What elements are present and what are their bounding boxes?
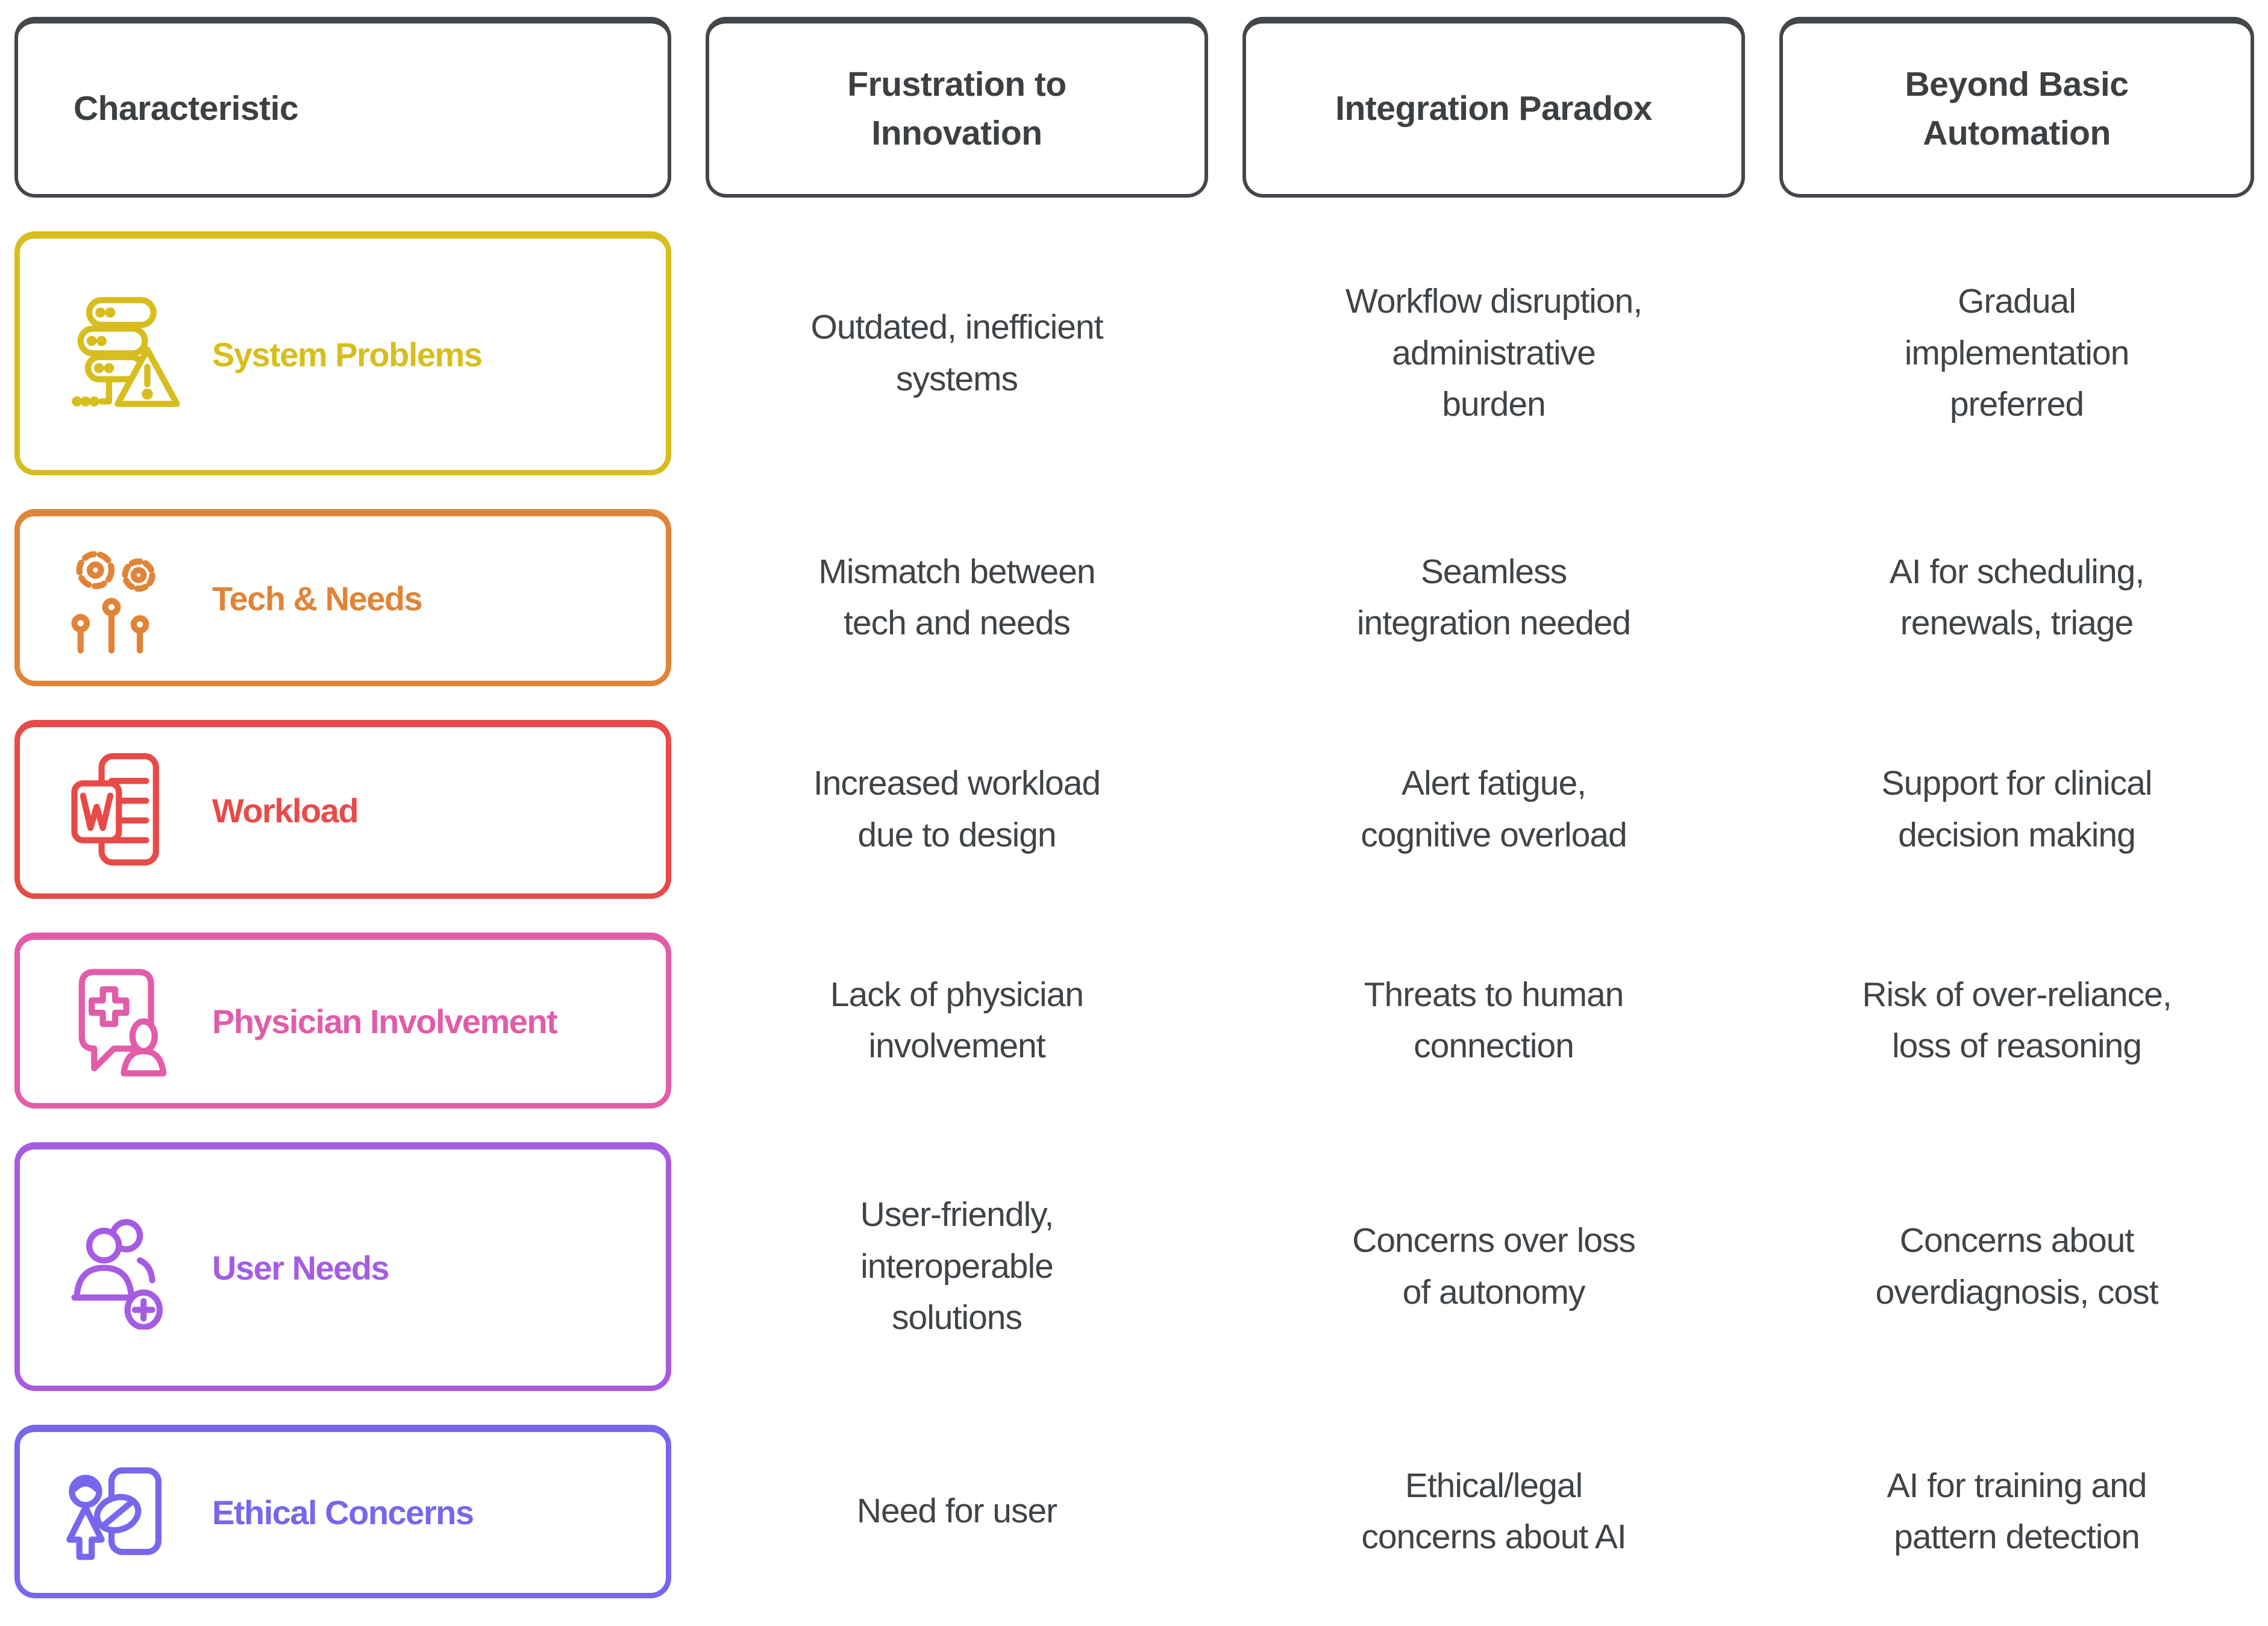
row-header-tech-and-needs: Tech & Needs	[14, 509, 671, 686]
row-label-text: Ethical Concerns	[212, 1493, 474, 1531]
table-cell: Concerns over loss of autonomy	[1352, 1221, 1636, 1312]
column-header-beyond-basic-automation: Beyond Basic Automation	[1779, 17, 2254, 198]
person-prohibition-icon	[62, 1451, 186, 1574]
table-grid: Characteristic Frustration to Innovation…	[14, 17, 2268, 1598]
row-header-physician-involvement: Physician Involvement	[14, 933, 671, 1108]
column-header-characteristic: Characteristic	[14, 17, 671, 198]
row-label-text: User Needs	[212, 1248, 390, 1287]
users-plus-icon	[62, 1206, 186, 1330]
table-cell: Alert fatigue, cognitive overload	[1361, 764, 1627, 854]
table-cell: Risk of over-reliance, loss of reasoning	[1862, 975, 2172, 1066]
table-cell: Need for user	[856, 1492, 1057, 1531]
table-cell: Outdated, inefficient systems	[810, 308, 1104, 398]
table-cell: User-friendly, interoperable solutions	[860, 1195, 1054, 1337]
table-cell: Threats to human connection	[1364, 975, 1624, 1066]
server-warning-icon	[62, 293, 186, 416]
table-cell: Lack of physician involvement	[830, 975, 1084, 1066]
column-header-integration-paradox: Integration Paradox	[1242, 17, 1745, 198]
row-label-text: Workload	[212, 791, 359, 830]
row-label-text: Physician Involvement	[212, 1002, 558, 1040]
row-header-ethical-concerns: Ethical Concerns	[14, 1425, 671, 1598]
medical-chat-person-icon	[62, 960, 186, 1083]
table-cell: Increased workload due to design	[813, 764, 1101, 854]
table-cell: Mismatch between tech and needs	[818, 552, 1095, 643]
table-cell: Seamless integration needed	[1356, 552, 1631, 643]
gear-flowers-icon	[62, 537, 186, 660]
table-cell: Support for clinical decision making	[1881, 764, 2153, 854]
word-document-icon	[62, 749, 186, 872]
row-header-workload: Workload	[14, 720, 671, 899]
row-label-text: Tech & Needs	[212, 580, 423, 618]
row-label-text: System Problems	[212, 335, 483, 374]
table-cell: AI for scheduling, renewals, triage	[1889, 552, 2144, 643]
column-header-frustration-to-innovation: Frustration to Innovation	[706, 17, 1208, 198]
row-header-system-problems: System Problems	[14, 231, 671, 475]
table-cell: AI for training and pattern detection	[1887, 1466, 2147, 1557]
table-cell: Concerns about overdiagnosis, cost	[1875, 1221, 2159, 1312]
row-header-user-needs: User Needs	[14, 1142, 671, 1391]
table-cell: Workflow disruption, administrative burd…	[1345, 282, 1643, 424]
table-cell: Ethical/legal concerns about AI	[1361, 1466, 1626, 1557]
table-cell: Gradual implementation preferred	[1904, 282, 2130, 424]
